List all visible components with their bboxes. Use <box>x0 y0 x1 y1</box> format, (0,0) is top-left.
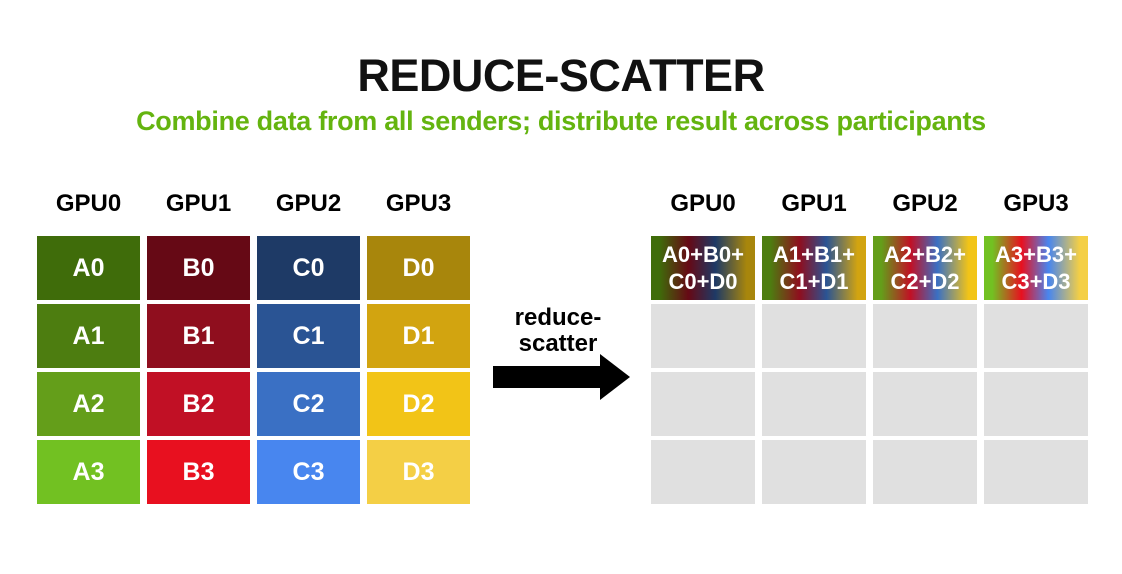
result-cell-gpu0: A0+B0+ C0+D0 <box>651 236 755 300</box>
left-gpu3-label: GPU3 <box>385 190 452 217</box>
right-grid-headers: GPU0 GPU1 GPU2 GPU3 <box>651 190 1088 218</box>
cell-a1: A1 <box>37 304 140 368</box>
cell-a0: A0 <box>37 236 140 300</box>
result-gpu2-line1: A2+B2+ <box>884 242 966 267</box>
result-gpu3-line1: A3+B3+ <box>995 242 1077 267</box>
cell-d1: D1 <box>367 304 470 368</box>
result-gpu3-line2: C3+D3 <box>1001 269 1071 294</box>
right-gpu3-label: GPU3 <box>1003 190 1069 217</box>
empty-cell <box>762 304 866 368</box>
right-grid-cells: A0+B0+ C0+D0 A1+B1+ C1+D1 A2+B2+ C2+D2 A… <box>651 236 1088 504</box>
empty-cell <box>984 440 1088 504</box>
empty-cell <box>651 372 755 436</box>
empty-cell <box>873 440 977 504</box>
result-cell-gpu1: A1+B1+ C1+D1 <box>762 236 866 300</box>
cell-c1: C1 <box>257 304 360 368</box>
reduce-scatter-arrow-head <box>600 354 630 400</box>
arrow-label: reduce- scatter <box>483 305 633 357</box>
empty-cell <box>984 372 1088 436</box>
cell-c3: C3 <box>257 440 360 504</box>
empty-cell <box>651 304 755 368</box>
empty-cell <box>873 304 977 368</box>
cell-d0: D0 <box>367 236 470 300</box>
result-gpu0-line2: C0+D0 <box>668 269 738 294</box>
empty-cell <box>873 372 977 436</box>
arrow-label-line1: reduce- <box>514 304 602 331</box>
right-gpu1-label: GPU1 <box>781 190 847 217</box>
page-title: REDUCE-SCATTER <box>357 50 765 101</box>
right-gpu2-label: GPU2 <box>892 190 958 217</box>
cell-c2: C2 <box>257 372 360 436</box>
empty-cell <box>984 304 1088 368</box>
result-cell-gpu2: A2+B2+ C2+D2 <box>873 236 977 300</box>
right-gpu0-label: GPU0 <box>670 190 736 217</box>
cell-b1: B1 <box>147 304 250 368</box>
cell-b0: B0 <box>147 236 250 300</box>
cell-d2: D2 <box>367 372 470 436</box>
left-grid-cells: A0 B0 C0 D0 A1 B1 C1 D1 A2 B2 C2 D2 A3 B… <box>37 236 470 504</box>
empty-cell <box>651 440 755 504</box>
empty-cell <box>762 372 866 436</box>
result-gpu1-line2: C1+D1 <box>779 269 849 294</box>
result-gpu1-line1: A1+B1+ <box>773 242 855 267</box>
result-cell-gpu3: A3+B3+ C3+D3 <box>984 236 1088 300</box>
empty-cell <box>762 440 866 504</box>
result-gpu0-line1: A0+B0+ <box>662 242 744 267</box>
cell-a2: A2 <box>37 372 140 436</box>
subtitle: Combine data from all senders; distribut… <box>136 106 986 136</box>
cell-a3: A3 <box>37 440 140 504</box>
cell-b3: B3 <box>147 440 250 504</box>
left-grid-headers: GPU0 GPU1 GPU2 GPU3 <box>37 190 470 218</box>
left-gpu0-label: GPU0 <box>55 190 122 217</box>
cell-d3: D3 <box>367 440 470 504</box>
result-gpu2-line2: C2+D2 <box>890 269 960 294</box>
cell-c0: C0 <box>257 236 360 300</box>
reduce-scatter-arrow-shaft <box>493 366 600 388</box>
left-gpu2-label: GPU2 <box>275 190 342 217</box>
left-gpu1-label: GPU1 <box>165 190 232 217</box>
cell-b2: B2 <box>147 372 250 436</box>
arrow-label-line2: scatter <box>518 330 598 357</box>
